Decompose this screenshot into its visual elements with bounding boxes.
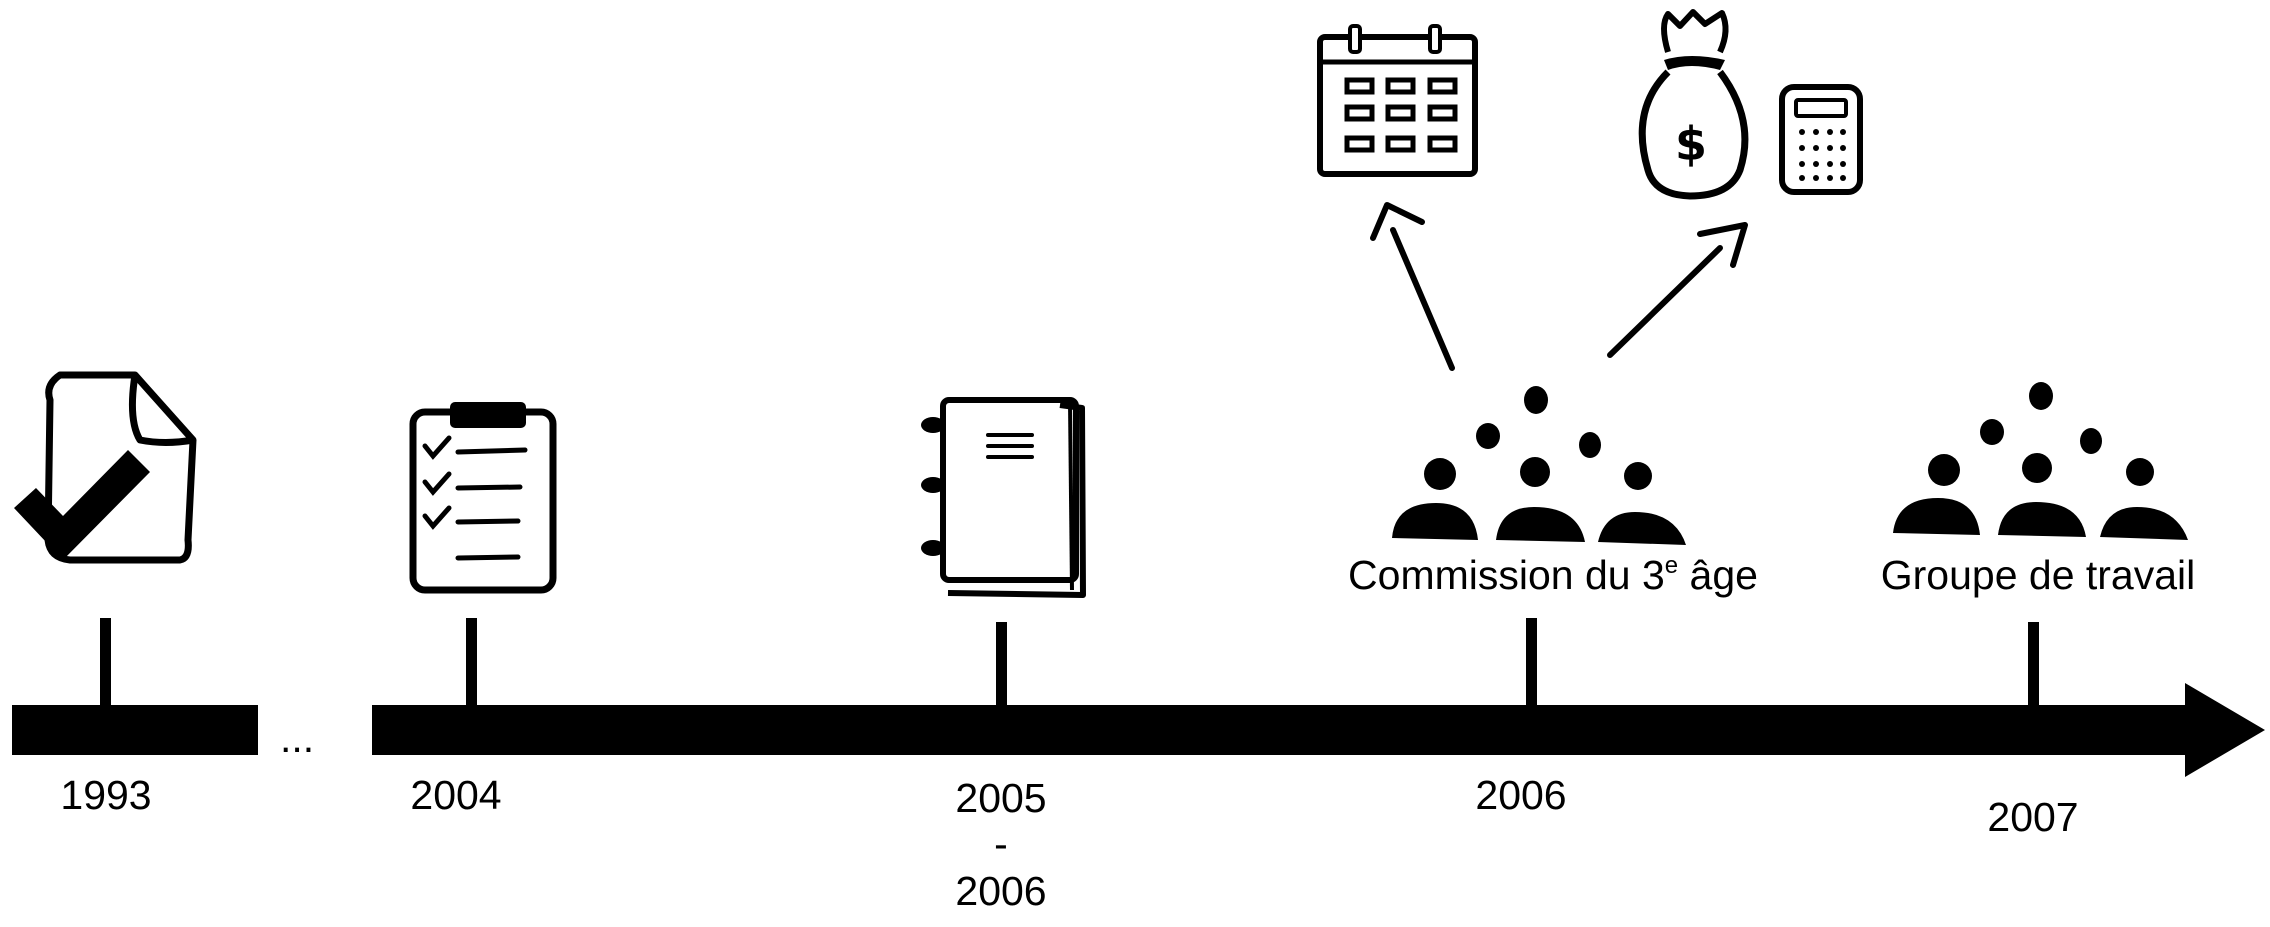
year-label-2007: 2007 [1987,794,2079,840]
year-label-2004: 2004 [410,772,502,818]
tick-2007 [2028,622,2039,706]
year-label-2005-2006: 2005 - 2006 [955,775,1046,914]
event-label-commission: Commission du 3e âge [1348,552,1758,598]
year-start: 2005 [955,775,1047,821]
commission-label-main: Commission du 3 [1348,552,1665,598]
tick-2005 [996,622,1007,706]
money-bag-icon: $ [1638,9,1749,200]
timeline-arrow [372,683,2265,777]
tick-2004 [466,618,477,706]
year-end: 2006 [955,867,1047,914]
event-label-groupe: Groupe de travail [1880,552,2196,598]
year-label-1993: 1993 [60,772,152,818]
tick-1993 [100,618,111,706]
branch-arrow-money [1607,222,1748,358]
commission-label-sup: e [1664,552,1679,579]
branch-arrow-calendar [1370,202,1455,371]
commission-label-rest: âge [1678,552,1758,598]
timeline-bar-left [12,705,258,755]
calculator-icon [1779,84,1863,195]
people-group-icon-2007 [1893,382,2188,540]
timeline-gap-ellipsis: ... [280,715,315,761]
tick-2006 [1526,618,1537,706]
signed-document-icon [14,371,197,564]
people-group-icon [1392,386,1686,545]
year-separator: - [994,821,1008,868]
notebook-icon [921,397,1086,598]
svg-text:$: $ [1675,117,1707,171]
year-label-2006: 2006 [1475,772,1567,818]
calendar-icon [1317,24,1478,177]
checklist-clipboard-icon [409,402,557,594]
